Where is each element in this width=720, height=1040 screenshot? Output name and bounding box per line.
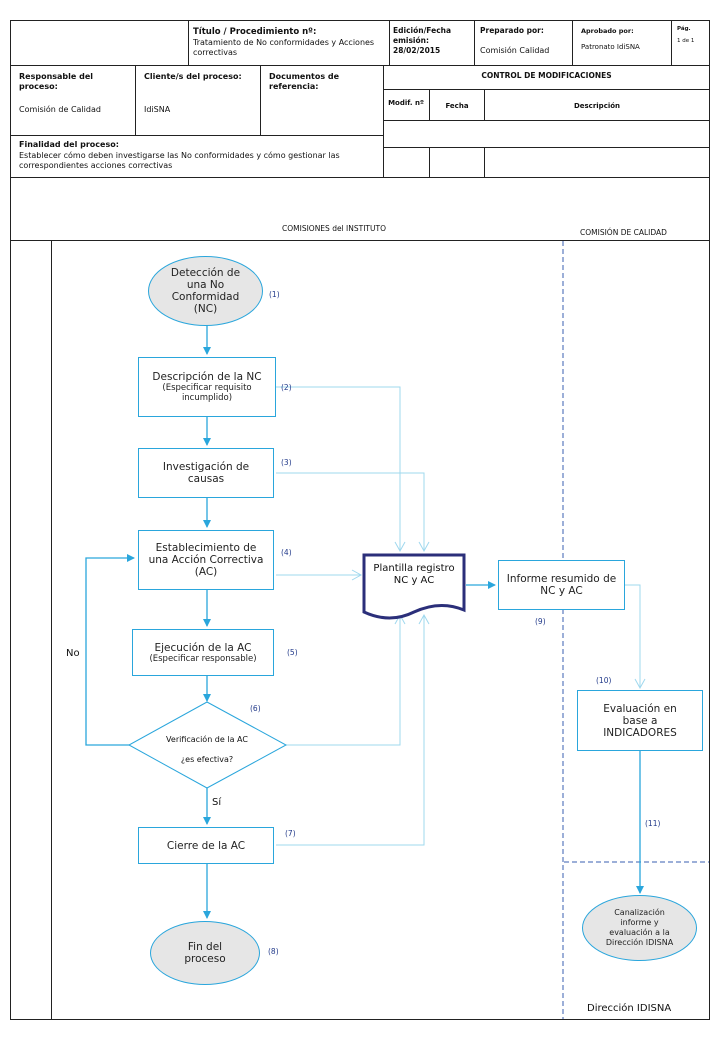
step-num-10: (10) <box>596 676 612 685</box>
node-evaluacion-indicadores-text: Evaluación en base a INDICADORES <box>603 702 677 739</box>
step-num-4: (4) <box>281 548 292 557</box>
lane-institute-label: COMISIONES del INSTITUTO <box>282 224 386 233</box>
node-informe-resumido-text: Informe resumido de NC y AC <box>506 573 617 597</box>
node-evaluacion-indicadores: Evaluación en base a INDICADORES <box>577 690 703 751</box>
step-num-1: (1) <box>269 290 280 299</box>
lane-direction-label: Dirección IDISNA <box>587 1003 672 1014</box>
node-fin-proceso: Fin del proceso <box>150 921 260 985</box>
yes-label: Sí <box>212 797 222 808</box>
docs-label: Documentos de referencia: <box>269 72 340 91</box>
changes-col-desc-label: Descripción <box>573 102 621 110</box>
header-prepared-value: Comisión Calidad <box>480 46 550 55</box>
node-descripcion-nc-sub: (Especificar requisito incumplido) <box>162 383 252 403</box>
client-label: Cliente/s del proceso: <box>144 72 242 81</box>
header-edition-label: Edición/Fecha emisión: <box>393 26 452 45</box>
header-page-value: 1 de 1 <box>677 38 695 44</box>
node-plantilla-text: Plantilla registro NC y AC <box>373 563 455 586</box>
purpose-label: Finalidad del proceso: <box>19 140 119 149</box>
header-title-text: Tratamiento de No conformidades y Accion… <box>193 38 375 57</box>
node-verificacion-line1: Verificación de la AC <box>166 735 248 744</box>
step-num-8: (8) <box>268 947 279 956</box>
step-num-11: (11) <box>645 819 661 828</box>
lane-side-strip <box>51 240 52 1020</box>
purpose-value: Establecer cómo deben investigarse las N… <box>19 151 340 170</box>
node-canalizacion-text: Canalización informe y evaluación a la D… <box>605 908 674 947</box>
node-descripcion-nc: Descripción de la NC (Especificar requis… <box>138 357 276 417</box>
flowchart-area <box>10 240 710 1020</box>
step-num-9: (9) <box>535 617 546 626</box>
node-investigacion-causas: Investigación de causas <box>138 448 274 498</box>
header-prepared-label: Preparado por: <box>480 26 544 35</box>
header-title-label: Título / Procedimiento nº: <box>193 27 317 37</box>
node-ejecucion-ac: Ejecución de la AC (Especificar responsa… <box>132 629 274 676</box>
node-ejecucion-ac-sub: (Especificar responsable) <box>149 653 257 664</box>
step-num-7: (7) <box>285 829 296 838</box>
node-canalizacion: Canalización informe y evaluación a la D… <box>582 895 697 961</box>
node-deteccion-nc: Detección de una No Conformidad (NC) <box>148 256 263 326</box>
step-num-5: (5) <box>287 648 298 657</box>
step-num-6: (6) <box>250 704 261 713</box>
changes-col-date-label: Fecha <box>445 102 469 110</box>
step-num-2: (2) <box>281 383 292 392</box>
node-cierre-ac: Cierre de la AC <box>138 827 274 864</box>
node-investigacion-causas-text: Investigación de causas <box>162 461 250 485</box>
step-num-3: (3) <box>281 458 292 467</box>
node-verificacion-text: Verificación de la AC ¿es efectiva? <box>140 730 274 770</box>
node-cierre-ac-text: Cierre de la AC <box>166 839 246 852</box>
node-descripcion-nc-text: Descripción de la NC <box>152 371 262 383</box>
node-deteccion-nc-text: Detección de una No Conformidad (NC) <box>170 267 241 315</box>
node-establecimiento-ac: Establecimiento de una Acción Correctiva… <box>138 530 274 590</box>
node-establecimiento-ac-text: Establecimiento de una Acción Correctiva… <box>148 542 264 578</box>
no-label: No <box>66 648 80 659</box>
client-value: IdiSNA <box>144 105 171 114</box>
responsible-value: Comisión de Calidad <box>19 105 101 114</box>
node-fin-proceso-text: Fin del proceso <box>184 941 226 965</box>
header-approved-label: Aprobado por: <box>581 27 634 35</box>
node-informe-resumido: Informe resumido de NC y AC <box>498 560 625 610</box>
node-verificacion-line2: ¿es efectiva? <box>180 755 234 764</box>
node-ejecucion-ac-text: Ejecución de la AC <box>154 641 252 654</box>
header-page-label: Pág. <box>677 26 691 32</box>
lane-quality-label: COMISIÓN DE CALIDAD <box>580 228 667 237</box>
decision-diamond <box>127 701 288 789</box>
plantilla-document-shape <box>362 553 466 620</box>
changes-col-mod-label: Modif. nº <box>388 99 424 107</box>
header-edition-date: 28/02/2015 <box>393 46 441 55</box>
responsible-label: Responsable del proceso: <box>19 72 93 91</box>
header-approved-value: Patronato IdiSNA <box>581 43 640 51</box>
changes-title: CONTROL DE MODIFICACIONES <box>481 71 612 80</box>
